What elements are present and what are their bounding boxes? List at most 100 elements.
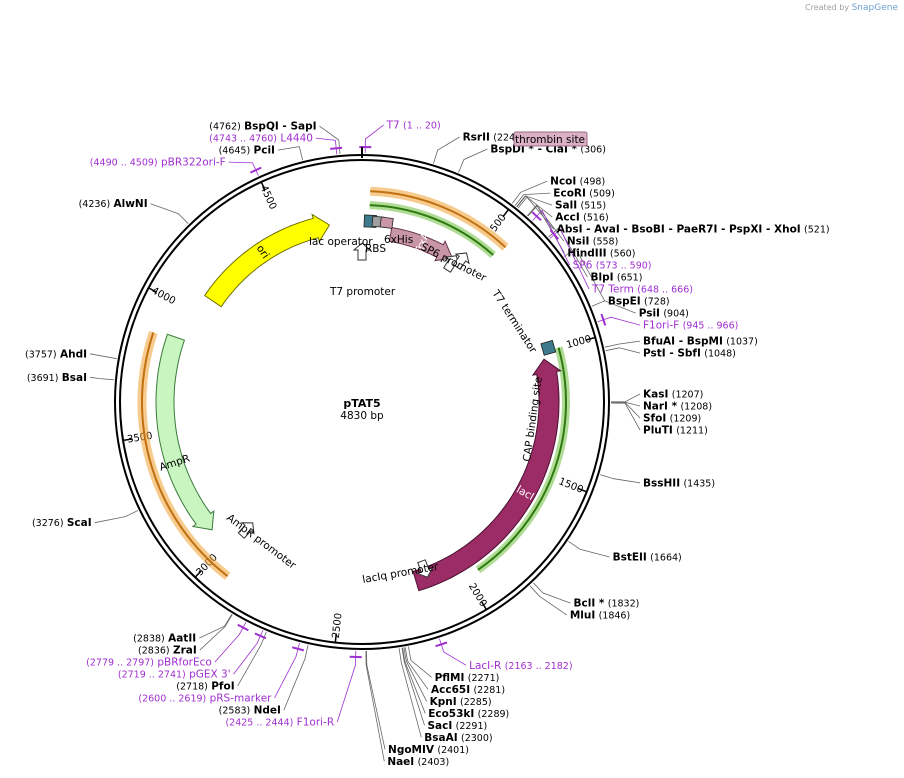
tick-label-2000: 2000 xyxy=(466,582,489,609)
label-position: (521) xyxy=(804,225,830,236)
label-name: PstI - SbfI xyxy=(643,348,701,360)
label-position: (2600 .. 2619) xyxy=(138,694,206,705)
label-position: (4645) xyxy=(219,146,251,157)
tick-1500 xyxy=(578,487,587,493)
svg-text:thrombin site: thrombin site xyxy=(515,134,585,146)
cap-binding-site-box xyxy=(540,339,557,356)
label-name: EcoRI xyxy=(553,188,586,200)
site-label-mlui: MluI (1846) xyxy=(570,610,630,622)
label-position: (2779 .. 2797) xyxy=(86,658,154,669)
primer-label-pgex3: (2719 .. 2741) pGEX 3' xyxy=(118,669,231,681)
plasmid-size: 4830 bp xyxy=(340,410,384,422)
leader-pbrforeco xyxy=(214,622,247,663)
label-name: BspQI - SapI xyxy=(244,121,316,133)
label-position: (4743 .. 4760) xyxy=(209,134,277,145)
leader-acc65i xyxy=(404,647,429,690)
label-position: (2300) xyxy=(461,733,493,744)
label-position: (4490 .. 4509) xyxy=(90,158,158,169)
label-position: (509) xyxy=(589,189,615,200)
tick-1000 xyxy=(586,336,596,341)
label-position: (1211) xyxy=(676,426,708,437)
site-label-pfoi: (2718) PfoI xyxy=(176,681,234,693)
leader-sp6 xyxy=(532,209,571,266)
label-position: (2401) xyxy=(437,745,469,756)
site-label-ecori: EcoRI (509) xyxy=(553,188,615,200)
label-position: (728) xyxy=(644,297,670,308)
laciq-promoter-arrow xyxy=(416,559,434,578)
label-position: (1048) xyxy=(704,349,736,360)
label-position: (1846) xyxy=(599,611,631,622)
label-position: (648 .. 666) xyxy=(637,285,693,296)
label-position: (2271) xyxy=(468,673,500,684)
leader-scai xyxy=(94,510,139,524)
primer-label-sp6: SP6 (573 .. 590) xyxy=(573,260,652,272)
t7-promoter-label: T7 promoter xyxy=(329,286,396,298)
plasmid-backbone xyxy=(114,147,610,650)
leader-bsai xyxy=(89,376,115,381)
label-position: (1037) xyxy=(726,337,758,348)
tick-500 xyxy=(502,208,510,218)
label-name: BspDI * - ClaI * xyxy=(490,144,577,156)
ampr-orange-arc xyxy=(141,332,229,577)
tick-label-1500: 1500 xyxy=(557,476,585,496)
t7-terminator-arc xyxy=(370,190,507,249)
site-label-nari: NarI * (1208) xyxy=(643,401,712,413)
label-position: (1832) xyxy=(608,599,640,610)
site-label-eco53ki: Eco53kI (2289) xyxy=(428,708,509,720)
leader-bcli xyxy=(533,582,571,604)
rbs-label: RBS xyxy=(365,243,386,255)
site-label-ncoi: NcoI (498) xyxy=(550,176,605,188)
label-name: NarI * xyxy=(643,401,678,413)
label-name: NgoMIV xyxy=(388,744,435,756)
label-position: (1435) xyxy=(683,478,715,489)
leader-saci xyxy=(401,647,425,726)
label-name: L4440 xyxy=(280,133,313,145)
site-label-rsrii: RsrII (224) xyxy=(463,132,519,144)
leader-bspdiclai xyxy=(458,148,488,173)
label-name: BclI * xyxy=(574,598,605,610)
tick-2000 xyxy=(481,601,488,610)
site-label-bcli: BclI * (1832) xyxy=(574,598,640,610)
t7-terminator-label: T7 terminator xyxy=(489,287,539,356)
site-label-absiavaibsobipaer7ipspxixhoi: AbsI - AvaI - BsoBI - PaeR7I - PspXI - X… xyxy=(557,224,830,236)
label-name: pBR322ori-F xyxy=(161,157,226,169)
trxa-arrow xyxy=(388,226,453,262)
site-labels: RsrII (224)BspDI * - ClaI * (306)NcoI (4… xyxy=(25,120,830,768)
label-position: (560) xyxy=(610,249,636,260)
leader-ncoi xyxy=(511,180,548,204)
site-label-ndei: (2583) NdeI xyxy=(219,705,281,717)
leader-prsmarker xyxy=(274,642,300,699)
label-name: HindIII xyxy=(567,248,606,260)
label-position: (3757) xyxy=(25,349,57,360)
lac-operator-label: lac operator xyxy=(309,236,373,248)
site-label-blpi: BlpI (651) xyxy=(591,272,643,284)
label-name: PflMI xyxy=(435,672,465,684)
laci-green-arc xyxy=(477,347,567,571)
ampr-arrow xyxy=(155,333,215,531)
label-position: (2838) xyxy=(133,634,165,645)
site-label-bspqisapi: (4762) BspQI - SapI xyxy=(209,121,316,133)
label-position: (2289) xyxy=(478,709,510,720)
label-name: BsaI xyxy=(62,372,87,384)
label-position: (516) xyxy=(583,213,609,224)
thrombin-site-tag: thrombin site xyxy=(513,131,588,147)
snapgene-watermark: Created by SnapGene xyxy=(805,3,898,13)
leader-f1orif xyxy=(597,316,641,326)
leader-bsaai xyxy=(398,648,422,738)
site-label-bsshii: BssHII (1435) xyxy=(643,477,715,489)
site-label-nsii: NsiI (558) xyxy=(567,236,618,248)
leader-t7 xyxy=(364,124,384,154)
label-position: (224) xyxy=(493,133,519,144)
tick-label-4500: 4500 xyxy=(258,184,279,212)
label-name: pRS-marker xyxy=(210,693,273,705)
site-label-bsteii: BstEII (1664) xyxy=(613,551,682,563)
leader-ecori xyxy=(514,192,551,206)
tick-4500 xyxy=(260,181,266,191)
ampr-promoter-label: AmpR promoter xyxy=(224,512,298,572)
label-name: AbsI - AvaI - BsoBI - PaeR7I - PspXI - X… xyxy=(557,224,801,236)
label-position: (651) xyxy=(617,273,643,284)
leader-pbr322orif xyxy=(228,161,259,176)
leader-ndei xyxy=(283,645,309,711)
leader-acci xyxy=(516,195,553,218)
